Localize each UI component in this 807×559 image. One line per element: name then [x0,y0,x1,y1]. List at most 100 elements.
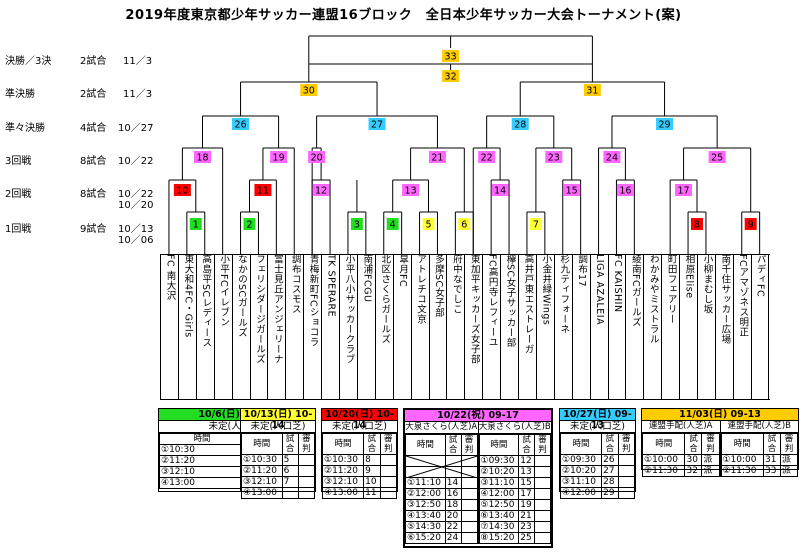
team-name: 綾南FCガールズ [629,254,641,328]
match-24: 24 [603,151,621,164]
match-number: 4 [390,220,396,231]
table-cell [534,510,551,522]
table-cell: ②11:20 [241,465,283,477]
team-name: 小平八小サッカークラブ [343,254,355,364]
column-header: 審判 [379,433,398,455]
column-header: 時間 [641,433,686,455]
match-number: 31 [586,86,598,97]
match-number: 5 [425,220,431,231]
table-cell: 7 [281,476,299,488]
column-header: 時間 [405,434,446,456]
match-23: 23 [545,151,563,164]
column-header: 試合 [444,434,462,456]
match-17: 17 [675,184,693,197]
column-header: 審判 [701,433,720,455]
column-header: 時間 [321,433,365,455]
team-slot: 東大和4FC・Girls [177,254,196,400]
table-cell [460,477,478,489]
table-cell [617,454,636,466]
table-cell [617,487,636,499]
schedule-venue: 未定(人口芝) [322,421,397,433]
team-name: なかのSCガールズ [236,254,248,338]
match-29: 29 [656,118,674,131]
match-box [428,151,446,163]
table-cell: ④13:40 [405,510,446,522]
match-18: 18 [194,151,212,164]
round-date-r1: 10／13 [118,224,154,235]
match-14: 14 [491,184,509,197]
match-box [603,151,621,163]
team-slot: 相原Elise [679,254,697,400]
table-cell [297,476,316,488]
page-title: 2019年度東京都少年サッカー連盟16ブロック 全日本少年サッカー大会トーナメン… [125,8,682,23]
match-6: 6 [458,218,471,231]
schedule-venue: 未定(人口芝) [241,421,315,433]
match-8: 8 [691,218,703,231]
table-cell: ④13:00 [159,477,245,489]
table-cell: 22 [444,521,462,533]
match-3: 3 [350,218,363,231]
match-12: 12 [312,184,330,197]
table-cell: 21 [518,510,536,522]
table-cell [534,532,551,544]
table-cell: 10 [363,476,381,488]
team-slot: 東加平キッカーズ女子部 [464,254,482,400]
match-number: 14 [494,186,506,197]
column-header: 試合 [762,433,781,455]
match-number: 20 [311,153,323,164]
match-number: 17 [678,186,690,197]
match-19: 19 [270,151,288,164]
table-cell: ②11:20 [159,455,245,467]
match-box [308,151,326,163]
team-name: 皐月FC [397,254,409,288]
schedule-venue: 未定(人口芝) [159,421,313,433]
match-1: 1 [189,218,202,231]
column-header: 試合 [601,433,619,455]
round-name-qf: 準々決勝 [5,123,45,134]
round-date2-r2: 10／20 [118,200,154,211]
match-box [563,184,581,196]
match-box [243,218,256,230]
table-cell [297,465,316,477]
team-slot: 欅SC女子サッカー部 [500,254,518,400]
team-slot: 高島平SCレディース [195,254,214,400]
match-4: 4 [386,218,399,231]
table-cell: 派 [779,465,799,477]
table-cell: 16 [444,488,462,500]
team-name: 小柳まむし坂 [701,254,713,314]
team-slot: 町田フェアリー [661,254,679,400]
match-box [442,50,460,62]
match-number: 30 [303,86,315,97]
team-name: TK SPERARE [325,254,337,318]
round-name-r1: 1回戦 [5,224,32,235]
team-slot: 富士見丘アンジェリーナ [267,254,285,400]
match-box [442,70,460,82]
table-cell: ①11:10 [405,477,446,489]
match-number: 29 [659,120,671,131]
table-cell: 15 [518,477,536,489]
table-cell: 13 [518,466,536,478]
round-games-sf: 2試合 [80,89,107,100]
round-games-r2: 8試合 [80,189,107,200]
table-cell [379,476,398,488]
table-cell: ⑦14:30 [478,521,520,533]
team-frame [160,254,770,400]
team-slot: 皐月FC [392,254,411,400]
table-cell: 14 [444,477,462,489]
team-name: アトレチコ文京 [415,254,427,324]
table-cell [460,488,478,500]
table-cell: 11 [363,487,381,499]
table-cell [617,465,636,477]
table-cell: 6 [281,465,299,477]
schedule-venue-b: 連盟手配(人芝)B [720,421,798,433]
match-26: 26 [232,118,250,131]
team-name: 南千住サッカー広場 [719,254,731,344]
round-name-final: 決勝／3決 [5,56,52,67]
